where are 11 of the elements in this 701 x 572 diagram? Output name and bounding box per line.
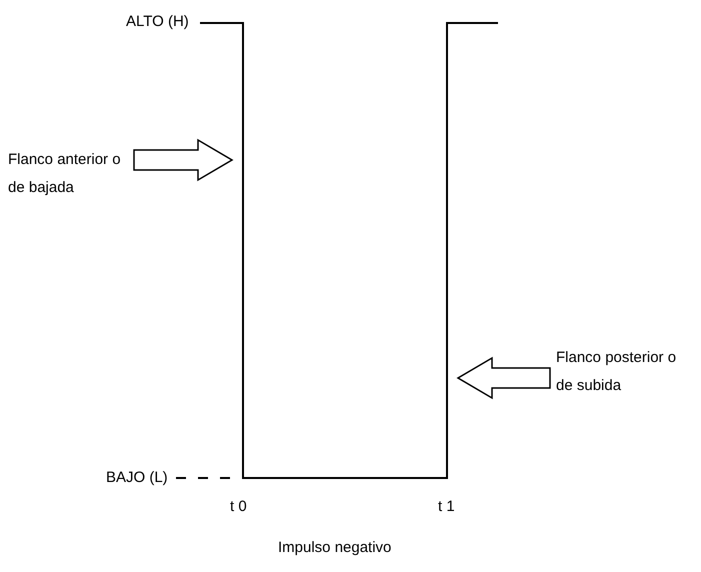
edge-caption: Flanco posterior o de subida [556,348,678,396]
edge-caption: Flanco anterior o de bajada [8,150,122,198]
signal-edge [242,22,244,479]
axis-label: Impulso negativo [278,538,392,558]
axis-label: t 0 [230,497,247,517]
signal-edge [446,22,448,479]
axis-label: t 1 [438,497,455,517]
axis-label: BAJO (L) [106,468,168,488]
block-arrow [456,356,551,400]
axis-label: ALTO (H) [126,12,189,32]
block-arrow [133,138,234,182]
